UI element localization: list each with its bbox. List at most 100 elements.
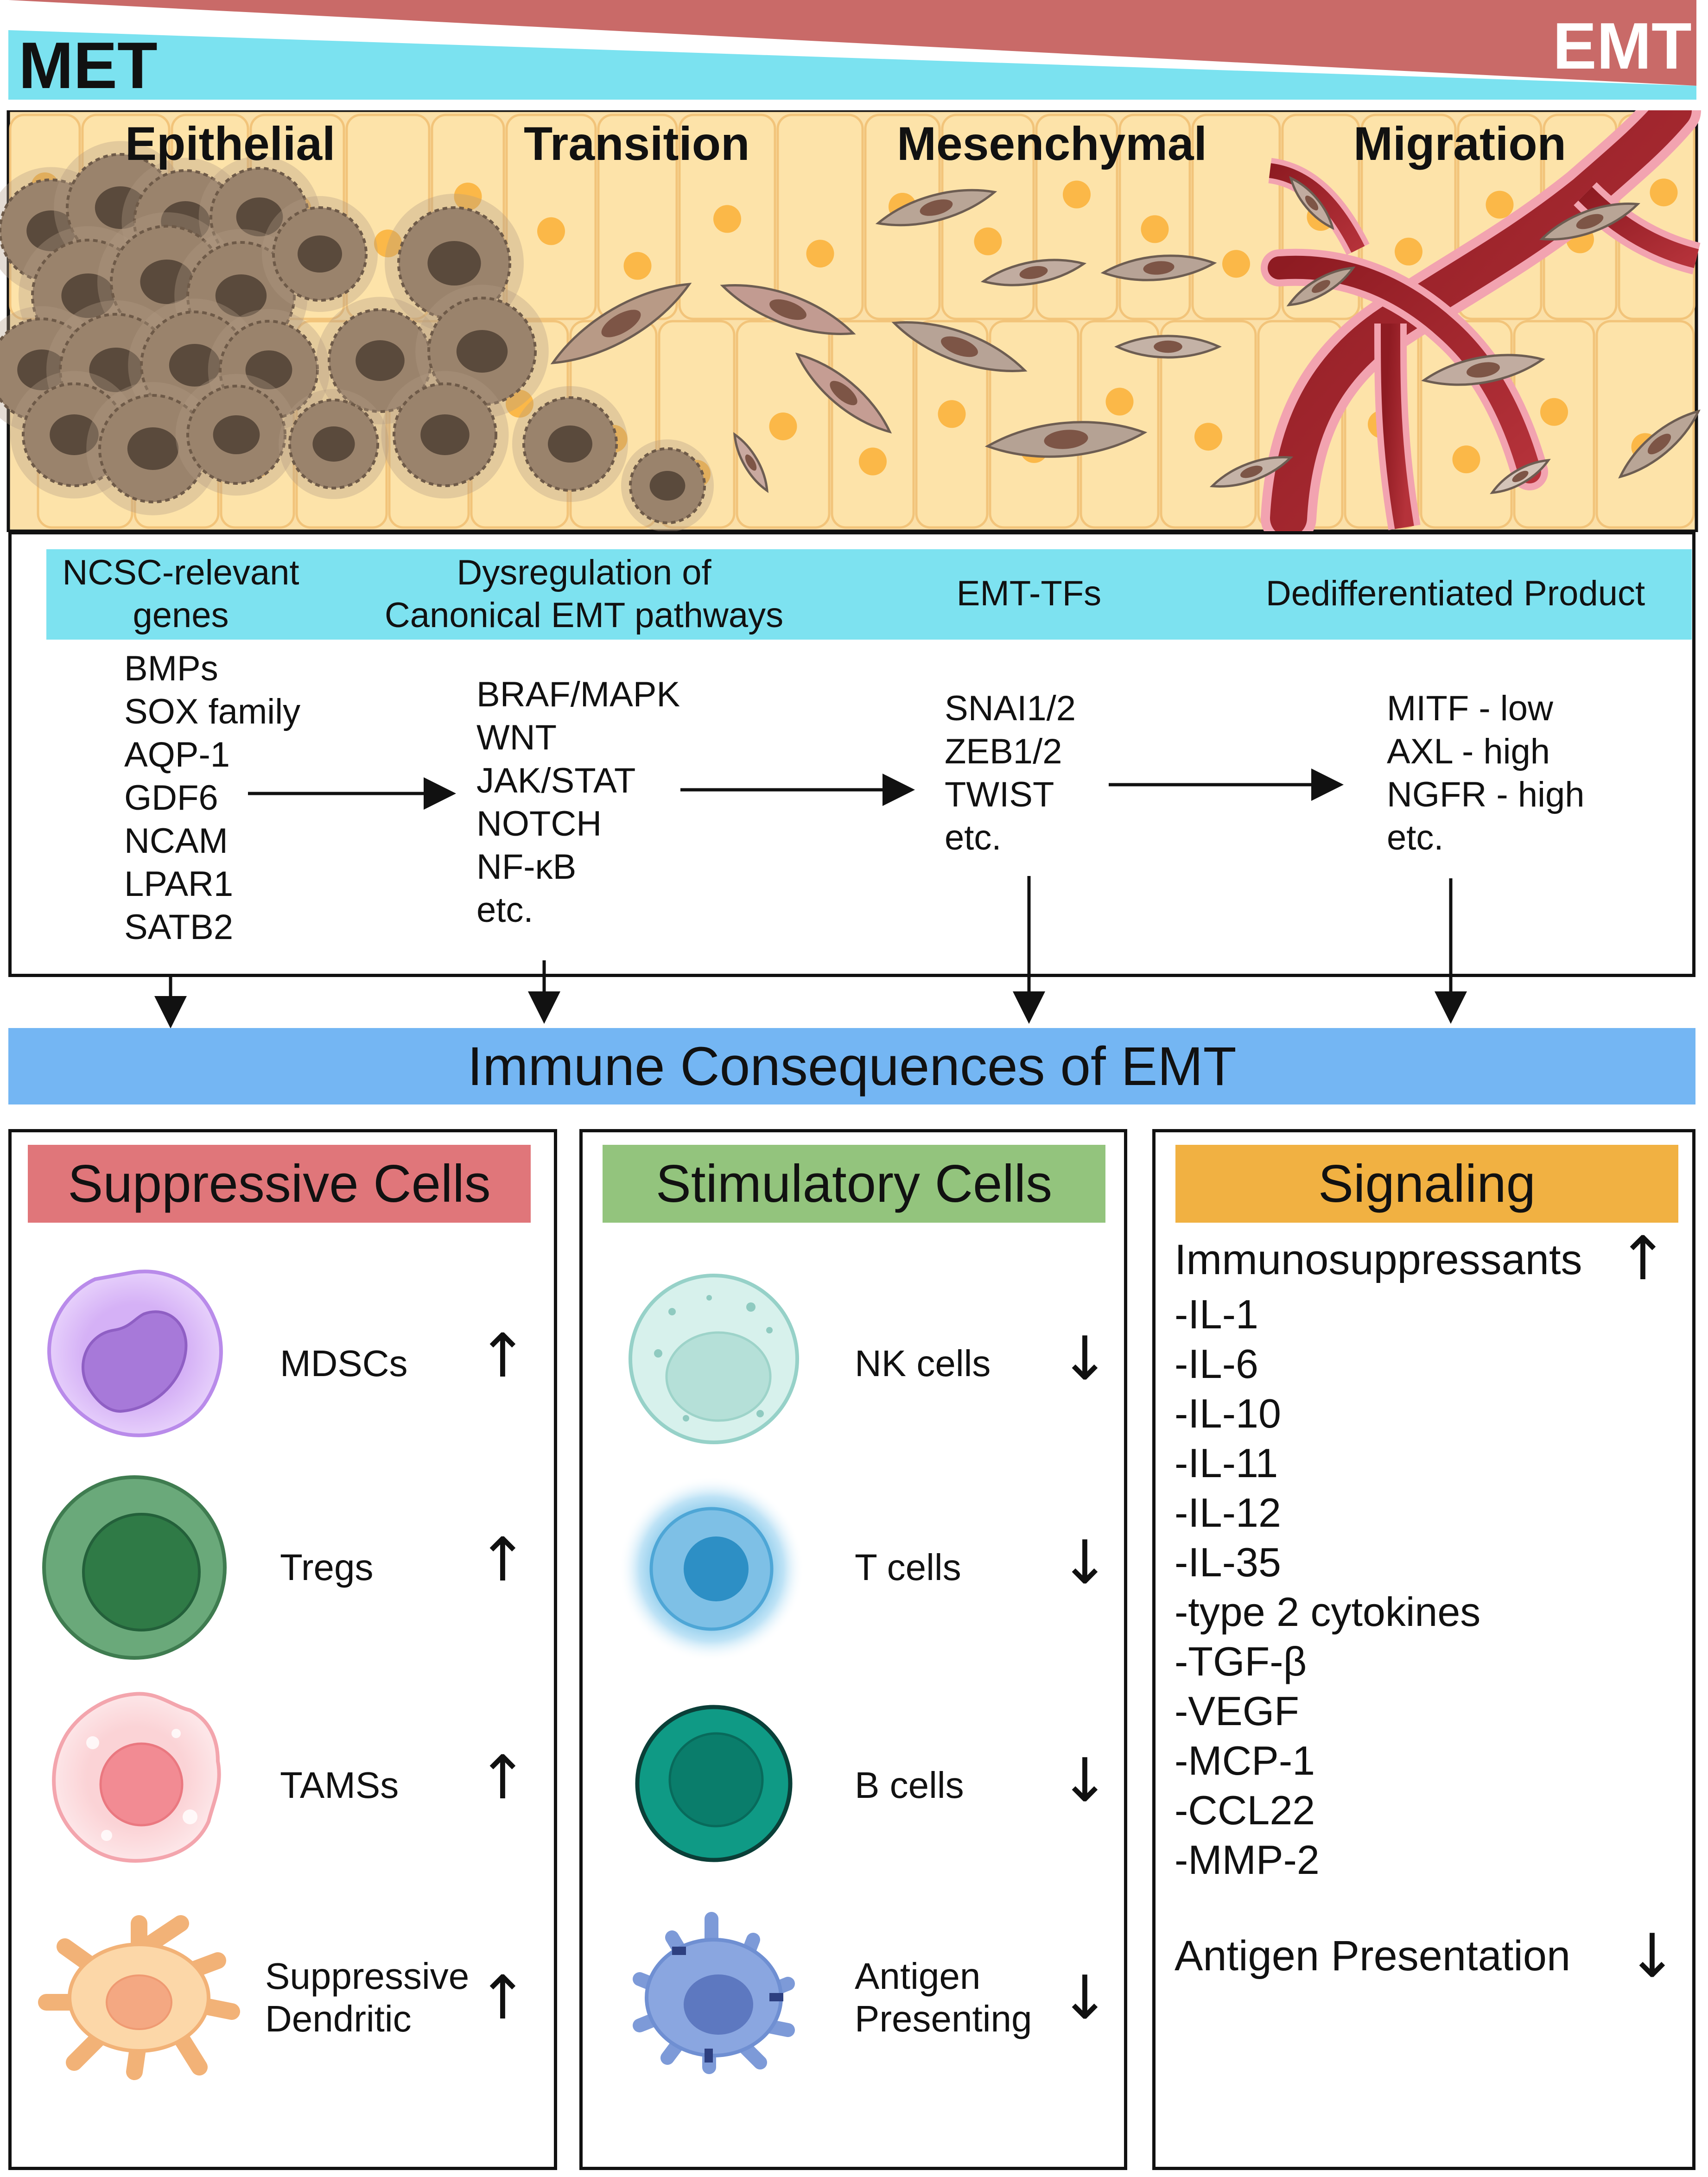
label-nk-cells: NK cells: [855, 1343, 991, 1384]
list-item: -type 2 cytokines: [1175, 1589, 1481, 1635]
mesenchymal-cell: [1490, 459, 1551, 494]
mesenchymal-cell: [1539, 203, 1640, 241]
tumor-nucleus: [456, 330, 508, 373]
mesenchymal-cell: [1114, 335, 1222, 359]
arrow-down-icon: ↓: [1060, 1323, 1110, 1394]
arrow-up-icon: ↑: [477, 1320, 528, 1391]
list-item: -MCP-1: [1175, 1738, 1315, 1783]
tumor-nucleus: [169, 344, 221, 387]
mesenchymal-cell: [875, 189, 997, 227]
list-ncsc-genes: BMPs SOX family AQP-1 GDF6 NCAM LPAR1 SA…: [124, 649, 301, 947]
stimulatory-header: Stimulatory Cells: [603, 1145, 1105, 1223]
stage-transition: Transition: [524, 117, 750, 170]
mesenchymal-cell: [984, 421, 1148, 458]
epithelial-nucleus: [1194, 423, 1222, 451]
tumor-nucleus: [548, 425, 592, 463]
tumor-nucleus: [50, 414, 99, 455]
stage-epithelial: Epithelial: [125, 117, 336, 170]
list-item: -IL-1: [1175, 1291, 1258, 1337]
stimulatory-cell-icons: [619, 1274, 804, 2074]
label-tamss: TAMSs: [280, 1764, 399, 1806]
arrow-down-icon: ↓: [1060, 1527, 1110, 1598]
tumor-nucleus: [95, 186, 146, 229]
epithelial-nucleus: [506, 390, 533, 418]
pathway-header-band: [46, 549, 1692, 640]
header-dedifferentiated: Dedifferentiated Product: [1265, 574, 1645, 613]
list-item: -IL-10: [1175, 1390, 1281, 1436]
epithelial-nucleus: [1452, 445, 1480, 474]
epithelial-nucleus: [537, 217, 565, 245]
epithelial-nucleus: [1141, 215, 1169, 243]
list-item: -IL-6: [1175, 1341, 1258, 1387]
arrow-up-icon: ↑: [477, 1524, 528, 1595]
epithelial-nucleus: [974, 227, 1002, 255]
mesenchymal-cell: [1289, 176, 1334, 230]
tumor-nucleus: [127, 427, 179, 470]
list-item: -TGF-β: [1175, 1638, 1307, 1684]
arrow-down-icon: ↓: [1060, 1745, 1110, 1815]
epithelial-nucleus: [806, 240, 834, 268]
tumor-nucleus: [215, 274, 267, 317]
suppressive-cell-icons: [38, 1269, 240, 2080]
list-item: -IL-35: [1175, 1539, 1281, 1585]
epithelial-nucleus: [1650, 178, 1678, 207]
stage-migration: Migration: [1353, 117, 1566, 170]
tumor-nucleus: [89, 348, 143, 392]
tumor-nucleus: [17, 349, 66, 390]
list-canonical-pathways: BRAF/MAPK WNT JAK/STAT NOTCH NF-κB etc.: [476, 675, 680, 930]
tumor-nucleus: [236, 197, 283, 236]
label-t-cells: T cells: [855, 1547, 961, 1588]
epithelial-cell: [1191, 114, 1281, 320]
blood-vessel: [1261, 110, 1701, 532]
mesenchymal-cell: [733, 432, 768, 493]
mesenchymal-cell: [795, 352, 892, 434]
list-item: -CCL22: [1175, 1787, 1315, 1833]
epithelial-nucleus: [1486, 190, 1514, 219]
mesenchymal-cell: [550, 283, 692, 364]
antigen-presenting-icon: [633, 1912, 795, 2074]
suppressive-header: Suppressive Cells: [28, 1145, 531, 1223]
epithelial-nucleus: [713, 205, 741, 233]
epithelial-nucleus: [374, 229, 402, 258]
epithelial-nucleus: [1540, 398, 1568, 426]
arrow-up-icon: ↑: [477, 1742, 528, 1813]
tumor-nucleus: [61, 273, 115, 318]
tumor-nucleus: [420, 414, 470, 455]
tumor-nucleus: [649, 471, 686, 501]
epithelial-nucleus: [1222, 250, 1250, 278]
cytokine-list: -IL-1 -IL-6 -IL-10 -IL-11 -IL-12 -IL-35 …: [1175, 1289, 1480, 1885]
epithelial-nucleus: [938, 400, 966, 428]
header-emt-tfs: EMT-TFs: [956, 574, 1102, 613]
tumor-nucleus: [213, 415, 260, 454]
epithelial-nucleus: [859, 447, 887, 476]
list-dedifferentiated: MITF - low AXL - high NGFR - high etc.: [1387, 689, 1585, 857]
emt-label: EMT: [1553, 9, 1692, 83]
epithelial-nucleus: [769, 412, 797, 440]
immunosuppressants-label: Immunosuppressants: [1175, 1236, 1582, 1283]
pathway-box: [8, 531, 1695, 977]
list-item: -IL-12: [1175, 1490, 1281, 1536]
mesenchymal-cell: [980, 259, 1087, 286]
epithelial-cell: [505, 114, 597, 320]
tumor-nucleus: [356, 340, 405, 381]
mesenchymal-cell: [720, 284, 856, 335]
tumor-nucleus: [298, 235, 342, 273]
label-tregs: Tregs: [280, 1547, 374, 1588]
antigen-presentation-label: Antigen Presentation: [1175, 1932, 1571, 1980]
suppressive-dendritic-icon: [38, 1915, 240, 2080]
mesenchymal-cell: [891, 321, 1028, 372]
epithelial-nucleus: [454, 183, 482, 210]
met-emt-gradient: [8, 0, 1696, 100]
label-mdscs: MDSCs: [280, 1343, 408, 1384]
arrow-up-icon: ↑: [477, 1962, 528, 2033]
signaling-header: Signaling: [1175, 1145, 1678, 1223]
arrow-up-icon: ↑: [1618, 1223, 1668, 1294]
epithelial-nucleus: [1105, 387, 1134, 416]
panel-signaling: [1152, 1129, 1695, 2170]
met-label: MET: [19, 29, 158, 102]
stage-mesenchymal: Mesenchymal: [897, 117, 1207, 170]
pathway-arrows: [154, 768, 1467, 1028]
list-item: -MMP-2: [1175, 1837, 1320, 1883]
label-antigen-presenting: Antigen Presenting: [855, 1955, 1032, 2039]
mdsc-icon: [47, 1269, 223, 1437]
